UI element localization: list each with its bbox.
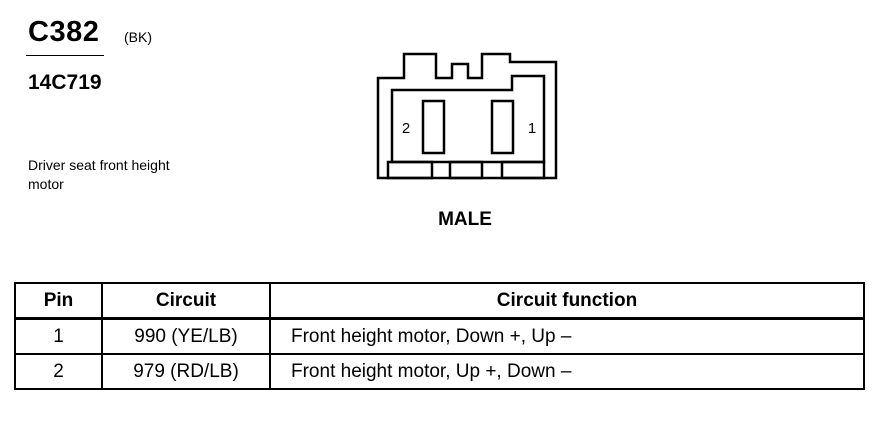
- pin-2-terminal: [421, 99, 446, 155]
- pin-circuit-table: Pin Circuit Circuit function 1 990 (YE/L…: [14, 282, 865, 390]
- table-row: 2 979 (RD/LB) Front height motor, Up +, …: [14, 353, 865, 390]
- connector-housing: [376, 52, 558, 180]
- component-description: Driver seat front height motor: [28, 157, 170, 192]
- cell-circuit-function: Front height motor, Up +, Down –: [269, 353, 865, 390]
- header-circuit-function: Circuit function: [269, 282, 865, 320]
- cell-pin: 2: [14, 353, 103, 390]
- table-header-row: Pin Circuit Circuit function: [14, 282, 865, 320]
- pin-1-terminal: [490, 99, 515, 155]
- bottom-tab-right: [500, 160, 546, 180]
- header-pin: Pin: [14, 282, 103, 320]
- cell-pin: 1: [14, 317, 103, 355]
- cell-circuit: 979 (RD/LB): [101, 353, 271, 390]
- color-code: (BK): [124, 29, 152, 45]
- connector-gender-label: MALE: [438, 209, 492, 230]
- pin-1-label: 1: [528, 120, 536, 137]
- table-row: 1 990 (YE/LB) Front height motor, Down +…: [14, 317, 865, 355]
- pin-2-label: 2: [402, 120, 410, 137]
- bottom-tab-center: [448, 160, 484, 180]
- bottom-tab-left: [386, 160, 434, 180]
- part-number: 14C719: [28, 71, 102, 94]
- cell-circuit-function: Front height motor, Down +, Up –: [269, 317, 865, 355]
- cell-circuit: 990 (YE/LB): [101, 317, 271, 355]
- connector-cavity: [390, 74, 546, 164]
- connector-id: C382: [28, 16, 100, 48]
- header-circuit: Circuit: [101, 282, 271, 320]
- title-underline: [26, 55, 104, 56]
- connector-face-diagram: 2 1: [376, 52, 558, 180]
